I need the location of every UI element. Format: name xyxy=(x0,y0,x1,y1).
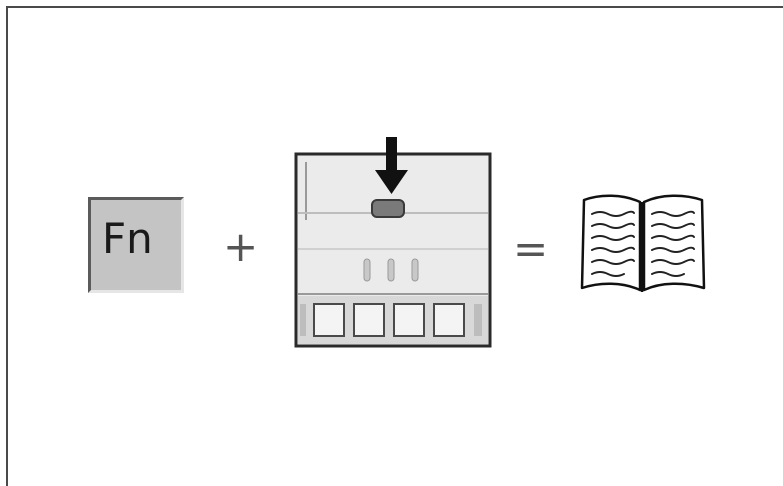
fn-key-label: Fn xyxy=(102,214,153,263)
arrow-down-icon xyxy=(375,137,408,194)
bottom-key-edge xyxy=(474,304,482,336)
fn-key xyxy=(88,197,184,293)
highlighted-key xyxy=(371,199,405,218)
keyboard-illustration xyxy=(294,137,492,348)
bottom-keys xyxy=(313,303,465,337)
bottom-key-edge xyxy=(300,304,306,336)
open-book-icon xyxy=(580,194,706,292)
plus-operator: + xyxy=(223,222,259,271)
key-pins xyxy=(363,258,419,282)
equals-operator: = xyxy=(513,224,549,273)
